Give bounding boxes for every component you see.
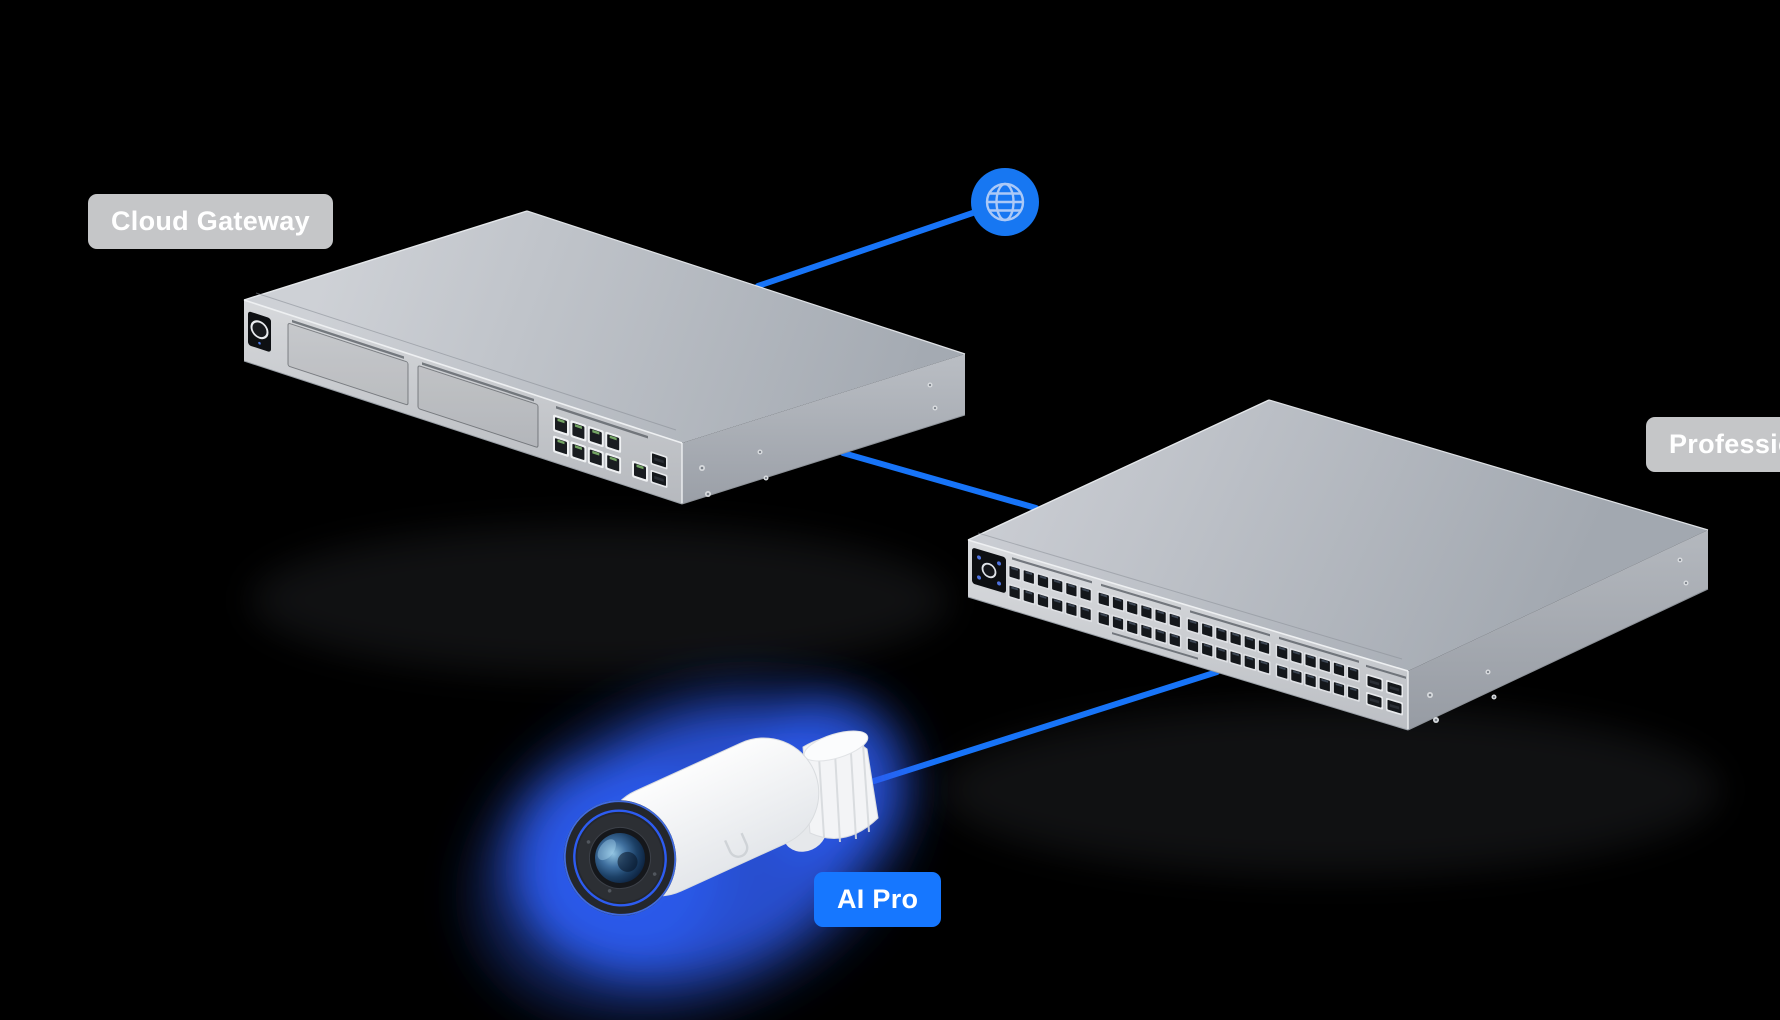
- switch-screws: [1427, 557, 1689, 723]
- switch-top-face: [968, 400, 1708, 671]
- gateway-vent-slot: [292, 319, 404, 359]
- gateway-shadow: [250, 525, 950, 675]
- switch-shadow: [940, 705, 1720, 875]
- gateway-vent-slot: [422, 362, 534, 402]
- gateway-top-right-edge: [526, 210, 966, 355]
- gateway-top-left-edge: [243, 210, 528, 301]
- camera-lens-assembly: [563, 800, 677, 916]
- gateway-lid-seam: [255, 292, 677, 431]
- switch-front-details: [972, 548, 1406, 716]
- gateway-vent-slot: [556, 406, 648, 439]
- switch-bottom-right-edge: [1407, 588, 1709, 731]
- gateway-bottom-right-edge: [681, 414, 966, 505]
- gateway-bottom-front-edge: [243, 360, 683, 505]
- gateway-front-rim: [243, 299, 683, 444]
- switch-vent-slots: [1012, 557, 1406, 679]
- switch-bottom-front-edge: [967, 596, 1409, 731]
- gateway-right-face: [682, 354, 965, 504]
- gateway-drive-bay: [417, 365, 539, 448]
- cloud-gateway-label: Cloud Gateway: [88, 194, 333, 249]
- gateway-front-details: [248, 311, 668, 489]
- camera-lens-pupil: [617, 851, 638, 872]
- connection-line-switch-camera: [871, 669, 1220, 784]
- ai-pro-camera-device: [470, 676, 910, 1020]
- switch-top-left-edge: [967, 399, 1270, 541]
- switch-lid-seam: [977, 532, 1403, 660]
- gateway-top-face: [244, 211, 965, 443]
- switch-right-face: [1408, 530, 1708, 730]
- camera-bezel-screws: [586, 840, 657, 893]
- camera-lens-highlight: [597, 839, 616, 861]
- connection-lines: [755, 199, 1220, 784]
- gateway-lcd-dial: [250, 320, 269, 340]
- switch-lcd-dial: [981, 562, 997, 579]
- switch-top-right-edge: [1268, 399, 1709, 531]
- ubiquiti-logo: [724, 832, 749, 858]
- professional-switch-device: [967, 399, 1709, 731]
- gateway-screws: [699, 382, 938, 497]
- globe-icon: [985, 182, 1025, 222]
- gateway-lcd-led: [258, 341, 261, 345]
- connection-line-gateway-switch: [840, 450, 1039, 511]
- cloud-gateway-device: [243, 210, 966, 505]
- professional-switch-label: Professional Switch: [1646, 417, 1780, 472]
- camera-bezel-rim-light: [563, 800, 677, 916]
- floor-shadows: [250, 525, 1720, 875]
- internet-node: [971, 168, 1039, 236]
- camera-blue-accent-ring: [573, 809, 667, 907]
- switch-front-rim: [967, 539, 1409, 672]
- switch-lcd-leds: [977, 555, 1001, 586]
- ai-pro-label: AI Pro: [814, 872, 942, 927]
- gateway-drive-bay: [287, 323, 409, 406]
- connection-line-internet-gateway: [755, 199, 1008, 289]
